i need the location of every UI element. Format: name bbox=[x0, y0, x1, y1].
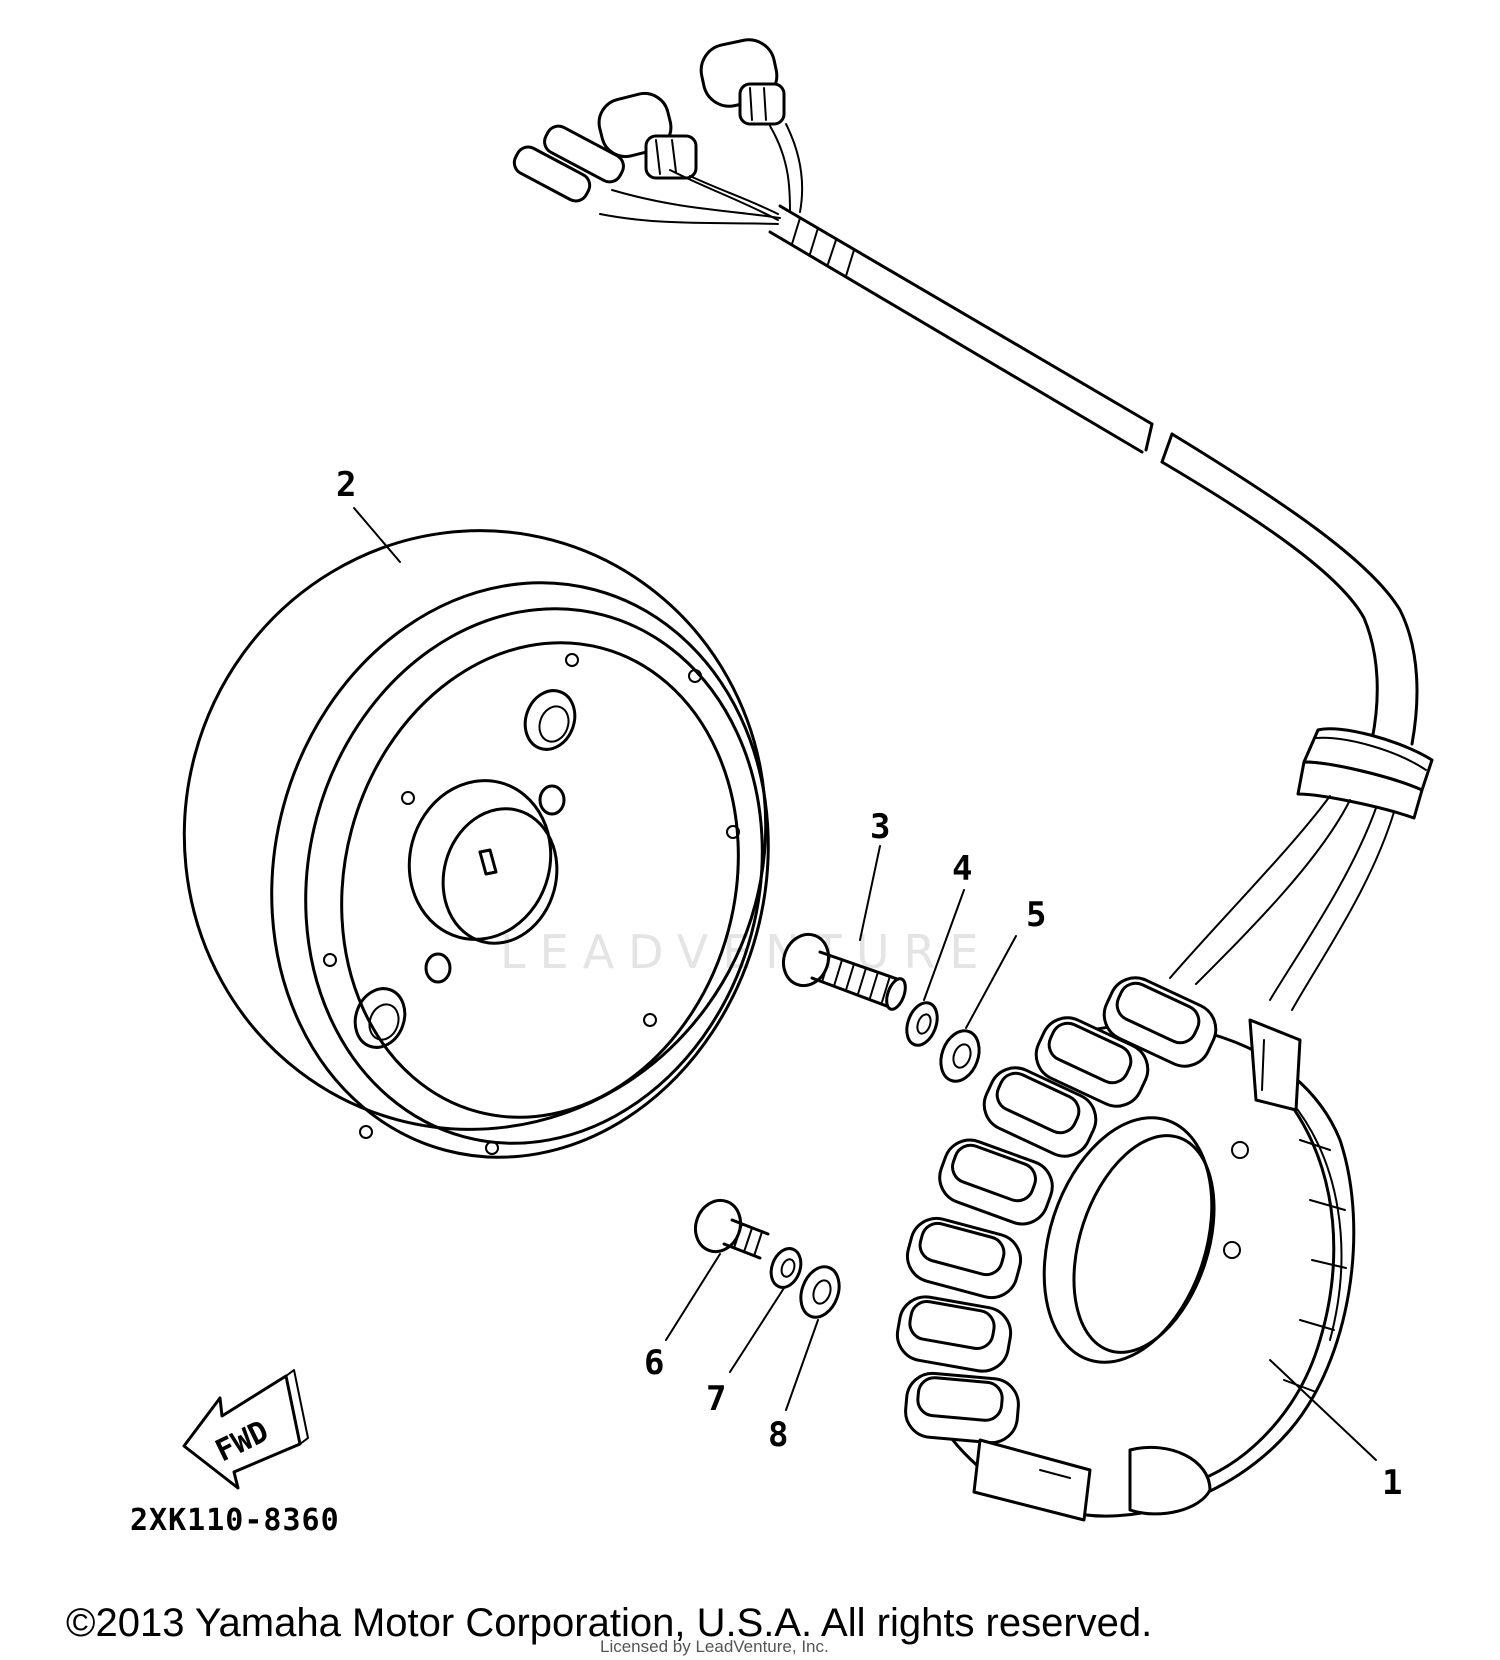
copyright-text: ©2013 Yamaha Motor Corporation, U.S.A. A… bbox=[66, 1601, 1152, 1645]
callout-4: 4 bbox=[952, 849, 972, 889]
stator-coils bbox=[895, 976, 1218, 1445]
bolt-part-6 bbox=[693, 1198, 770, 1260]
stator-assembly bbox=[895, 976, 1356, 1522]
callout-5: 5 bbox=[1026, 895, 1046, 935]
bullet-connectors bbox=[512, 124, 625, 203]
callout-labels: 2 3 4 5 6 7 8 1 bbox=[336, 465, 1402, 1503]
wire-grommet bbox=[1296, 727, 1434, 820]
washer-part-8 bbox=[799, 1265, 841, 1319]
callout-6: 6 bbox=[644, 1343, 664, 1383]
callout-8: 8 bbox=[768, 1415, 788, 1455]
fwd-arrow: FWD bbox=[182, 1369, 309, 1490]
flywheel-rotor bbox=[182, 529, 770, 1159]
callout-2: 2 bbox=[336, 465, 356, 505]
leader-lines bbox=[353, 507, 1377, 1461]
wire-harness bbox=[512, 38, 1434, 1011]
rim-holes bbox=[323, 653, 740, 1155]
washer-part-5 bbox=[939, 1029, 981, 1083]
callout-7: 7 bbox=[706, 1379, 726, 1419]
connector-plug-middle bbox=[597, 91, 698, 180]
bolt-part-3 bbox=[781, 932, 907, 1011]
lock-washer-part-7 bbox=[769, 1247, 803, 1289]
diagram-code: 2XK110-8360 bbox=[130, 1503, 340, 1538]
callout-1: 1 bbox=[1382, 1463, 1402, 1503]
lock-washer-part-4 bbox=[905, 1001, 939, 1047]
licensed-text: Licensed by LeadVenture, Inc. bbox=[600, 1637, 829, 1656]
callout-3: 3 bbox=[870, 807, 890, 847]
connector-plug-top bbox=[699, 38, 786, 126]
